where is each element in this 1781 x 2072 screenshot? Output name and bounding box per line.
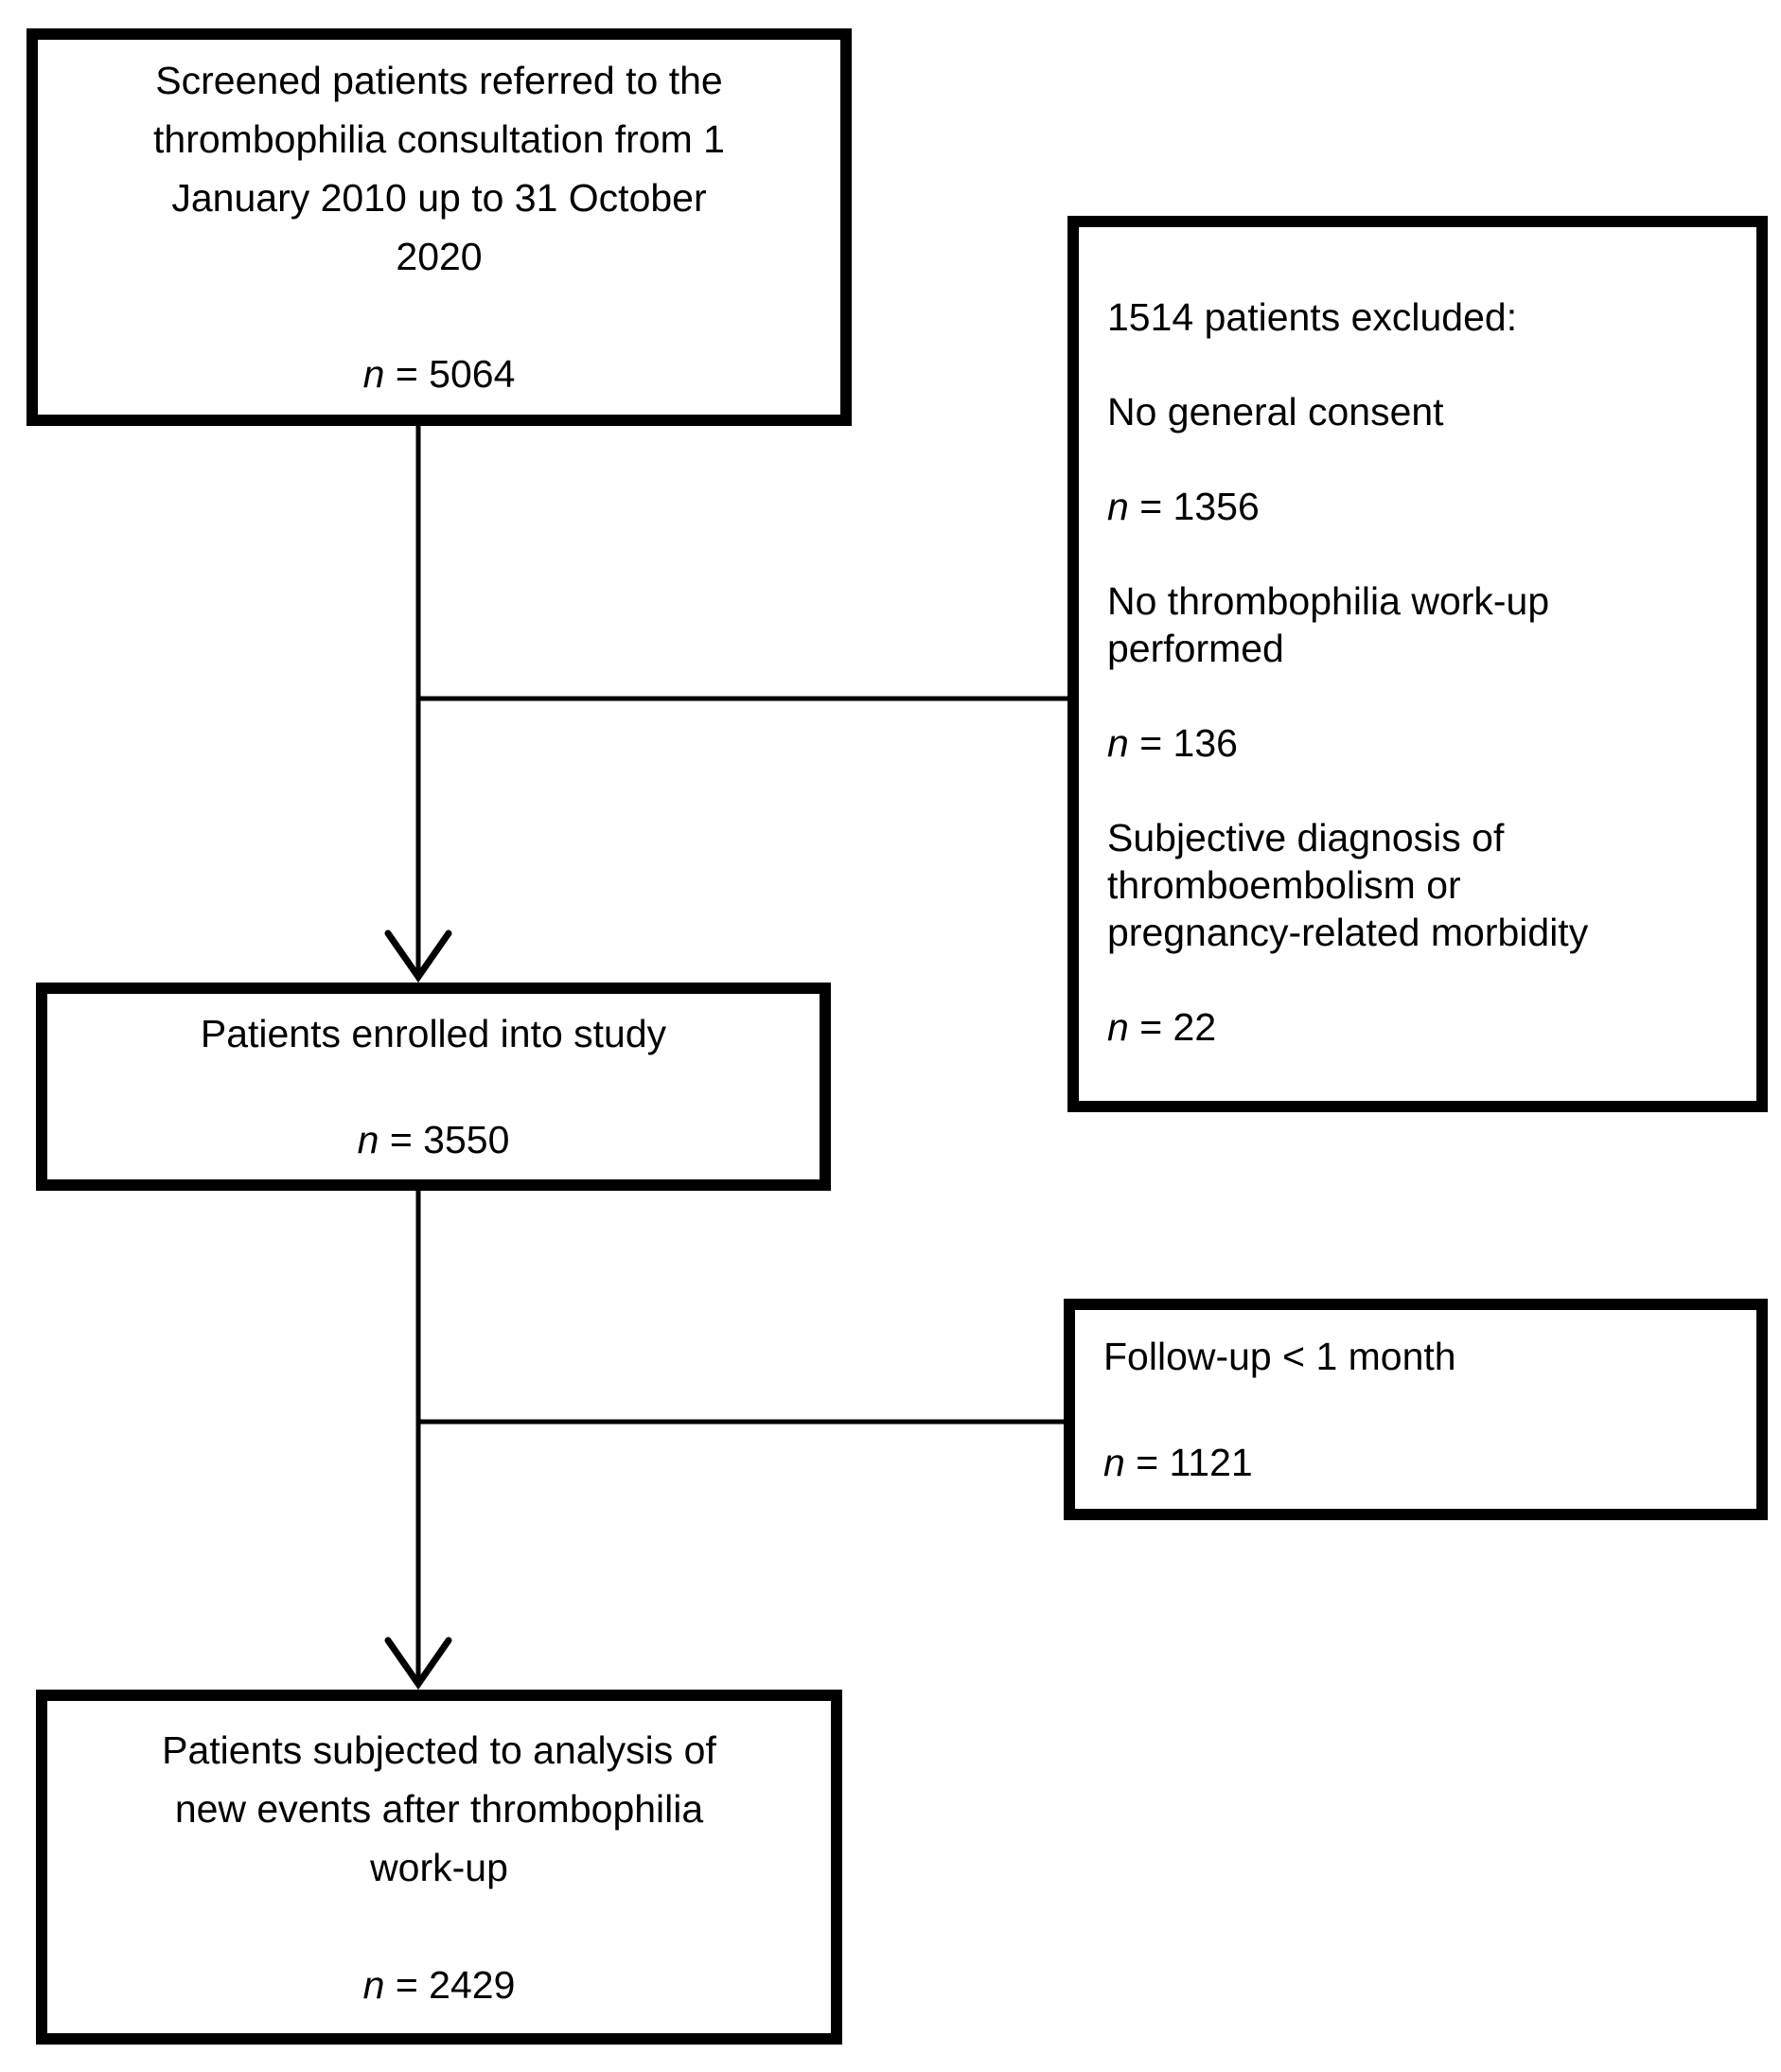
excluded-item-n-line: n = 1356 <box>1107 483 1730 530</box>
excluded-item-n-value: = 1356 <box>1128 485 1260 528</box>
excluded-item-n-value: = 136 <box>1128 721 1238 765</box>
excluded-item-n-var: n <box>1107 1005 1129 1049</box>
box-analysis: Patients subjected to analysis of new ev… <box>36 1690 842 2045</box>
excluded-item-n-line: n = 136 <box>1107 719 1730 767</box>
screened-n-line: n = 5064 <box>51 345 827 403</box>
analysis-text: Patients subjected to analysis of new ev… <box>162 1727 716 1889</box>
followup-text: Follow-up < 1 month <box>1103 1335 1456 1378</box>
excluded-item-n-var: n <box>1107 721 1129 765</box>
excluded-item-n-value: = 22 <box>1128 1005 1217 1049</box>
excluded-title: 1514 patients excluded: <box>1107 295 1518 339</box>
excluded-item-n-line: n = 22 <box>1107 1003 1730 1051</box>
excluded-item-label: No thrombophilia work-up performed <box>1107 579 1550 670</box>
box-followup: Follow-up < 1 month n = 1121 <box>1064 1299 1768 1520</box>
followup-n-line: n = 1121 <box>1103 1436 1756 1489</box>
box-enrolled: Patients enrolled into study n = 3550 <box>36 983 831 1191</box>
box-excluded: 1514 patients excluded: No general conse… <box>1067 216 1768 1112</box>
enrolled-n-var: n <box>357 1118 379 1161</box>
arrowhead-down-1-icon <box>384 930 452 983</box>
excluded-item-n-var: n <box>1107 485 1129 528</box>
excluded-item-label: No general consent <box>1107 390 1444 434</box>
analysis-n-value: = 2429 <box>384 1962 516 2007</box>
enrolled-text: Patients enrolled into study <box>200 1012 667 1055</box>
followup-n-var: n <box>1103 1441 1125 1484</box>
screened-n-var: n <box>362 352 385 396</box>
screened-text: Screened patients referred to the thromb… <box>153 59 725 278</box>
enrolled-n-line: n = 3550 <box>47 1113 820 1166</box>
analysis-n-var: n <box>362 1962 385 2007</box>
excluded-item-label: Subjective diagnosis of thromboembolism … <box>1107 816 1589 954</box>
arrowhead-down-2-icon <box>384 1637 452 1691</box>
screened-n-value: = 5064 <box>384 352 516 396</box>
enrolled-n-value: = 3550 <box>379 1118 510 1161</box>
followup-n-value: = 1121 <box>1124 1441 1253 1484</box>
analysis-n-line: n = 2429 <box>47 1956 831 2014</box>
box-screened: Screened patients referred to the thromb… <box>26 28 852 426</box>
